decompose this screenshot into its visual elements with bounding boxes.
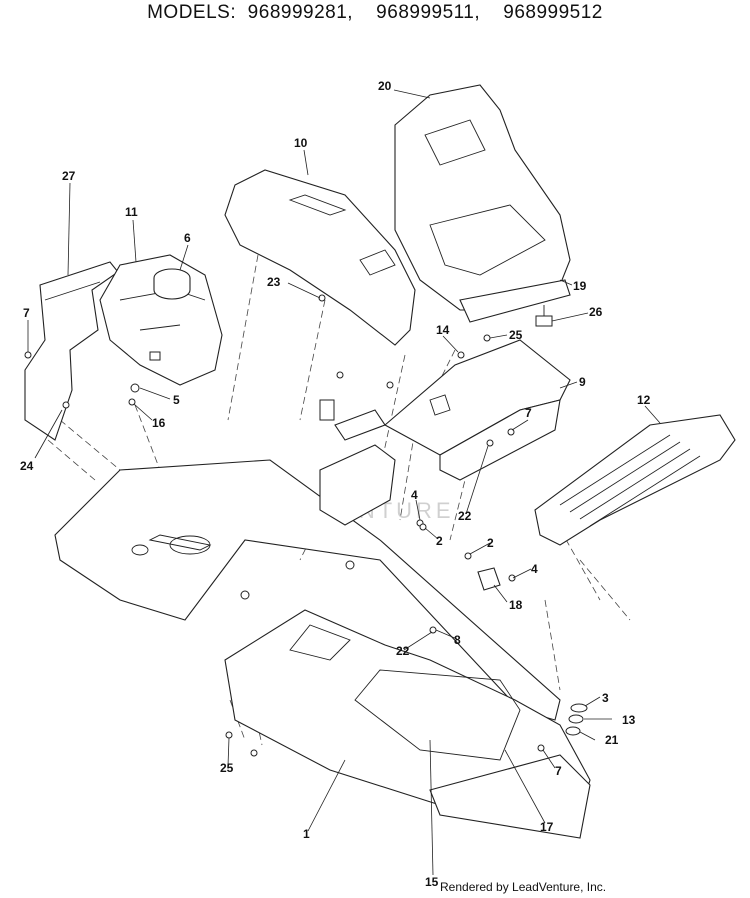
callout-19: 19 [573, 279, 587, 293]
part-17-front-panel [429, 754, 591, 839]
callout-7b: 7 [525, 406, 532, 420]
callout-20: 20 [378, 79, 392, 93]
callout-27: 27 [62, 169, 76, 183]
callout-8: 8 [454, 633, 461, 647]
callout-16: 16 [152, 416, 166, 430]
part-26-seat-switch [535, 305, 553, 327]
footer-credit: Rendered by LeadVenture, Inc. [440, 880, 607, 894]
callout-13: 13 [622, 713, 636, 727]
part-20-seat [394, 84, 571, 311]
callout-9: 9 [579, 375, 586, 389]
leader-lines [27, 89, 661, 876]
callout-23: 23 [267, 275, 281, 289]
part-9-seat-support [384, 339, 571, 481]
callout-3: 3 [602, 691, 609, 705]
callout-25a: 25 [509, 328, 523, 342]
callout-22b: 22 [396, 644, 410, 658]
callout-10: 10 [294, 136, 308, 150]
callout-4a: 4 [411, 488, 418, 502]
part-27-bracket [24, 261, 119, 441]
part-11-fuel-tank [99, 254, 223, 386]
callout-2b: 2 [487, 536, 494, 550]
callout-21: 21 [605, 733, 619, 747]
callout-22a: 22 [458, 509, 472, 523]
callout-26: 26 [589, 305, 603, 319]
callout-11: 11 [125, 205, 138, 219]
page-title: MODELS: 968999281, 968999511, 968999512 [147, 2, 603, 23]
part-6-fuel-cap [153, 268, 191, 300]
callout-7c: 7 [555, 764, 562, 778]
callout-4b: 4 [531, 562, 538, 576]
callout-5: 5 [173, 393, 180, 407]
callout-24: 24 [20, 459, 34, 473]
callout-25b: 25 [220, 761, 234, 775]
part-12-foot-pad [534, 414, 736, 546]
part-10-console [224, 169, 416, 346]
callout-1: 1 [303, 827, 310, 841]
part-19-seat-pan [459, 279, 571, 323]
battery-and-hardware [240, 371, 396, 600]
callout-labels: 27 11 6 10 20 7 5 16 23 14 25 19 26 9 12… [20, 79, 651, 889]
callout-6: 6 [184, 231, 191, 245]
callout-17: 17 [540, 820, 554, 834]
callout-14: 14 [436, 323, 450, 337]
callout-18: 18 [509, 598, 523, 612]
callout-2a: 2 [436, 534, 443, 548]
part-18-switch-bracket [477, 567, 501, 591]
callout-15: 15 [425, 875, 439, 889]
callout-7a: 7 [23, 306, 30, 320]
callout-12: 12 [637, 393, 651, 407]
fasteners [24, 294, 588, 757]
